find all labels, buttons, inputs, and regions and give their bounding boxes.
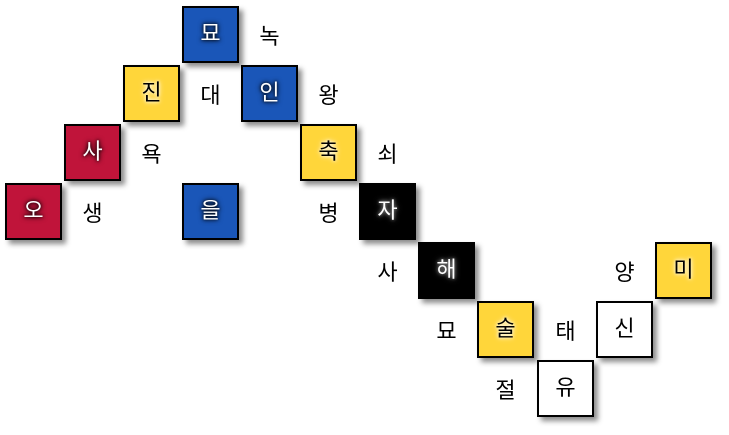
tile-sin: 신 [596,301,653,358]
tile-chuk: 축 [300,124,357,181]
label-saeng: 생 [82,201,103,227]
tile-o-text: 오 [23,198,44,224]
tile-ja: 자 [359,183,416,240]
label-yok: 욕 [141,142,162,168]
tile-mi: 미 [655,242,712,299]
tile-hae: 해 [418,242,475,299]
label-yang: 양 [614,260,635,286]
label-jeol: 절 [495,378,516,404]
tile-sul-text: 술 [495,316,516,342]
tile-yu-text: 유 [555,375,576,401]
tile-o: 오 [5,183,62,240]
label-tae: 태 [555,319,576,345]
tile-in-text: 인 [259,80,280,106]
label-nok: 녹 [259,24,280,50]
tile-ja-text: 자 [377,198,398,224]
tile-jin: 진 [123,65,180,122]
tile-myo: 묘 [182,6,239,63]
tile-hae-text: 해 [436,257,457,283]
tile-in: 인 [241,65,298,122]
tile-eul: 을 [182,183,239,240]
label-wang: 왕 [318,83,339,109]
label-byeong: 병 [318,201,339,227]
tile-sin-text: 신 [614,316,635,342]
label-soe: 쇠 [377,142,398,168]
tile-sa: 사 [64,124,121,181]
label-sa: 사 [377,260,398,286]
label-myo: 묘 [436,319,457,345]
tile-mi-text: 미 [673,257,694,283]
tile-eul-text: 을 [200,198,221,224]
tile-myo-text: 묘 [200,21,221,47]
tile-sa-text: 사 [82,139,103,165]
label-dae: 대 [200,83,221,109]
tile-chuk-text: 축 [318,139,339,165]
tile-sul: 술 [477,301,534,358]
tile-jin-text: 진 [141,80,162,106]
tile-yu: 유 [537,360,594,417]
